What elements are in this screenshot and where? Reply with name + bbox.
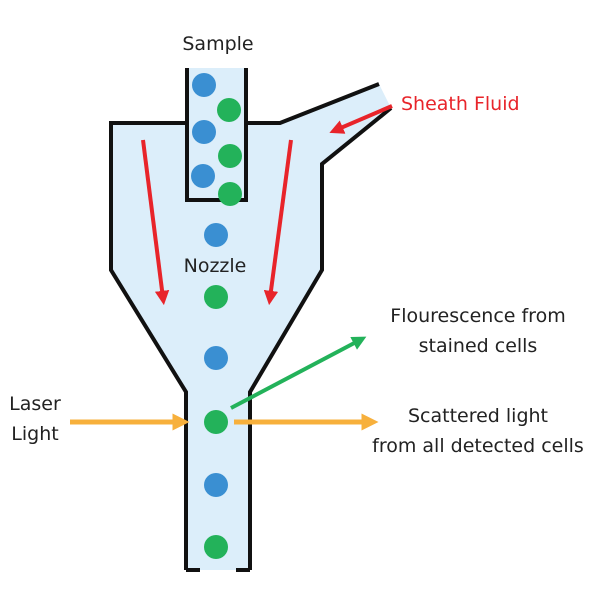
sheath-inlet-arrow (329, 104, 393, 134)
label-fluorescence-line1: Flourescence from (390, 305, 565, 327)
cell-green (204, 535, 228, 559)
label-laser-line1: Laser (9, 393, 61, 415)
cell-blue (204, 473, 228, 497)
cell-green (217, 98, 241, 122)
nozzle-outline (109, 121, 188, 570)
sheath-flow-arrow-left (141, 139, 170, 306)
cell-green (218, 144, 242, 168)
label-sample: Sample (182, 33, 253, 55)
sample-tube-outline (185, 68, 248, 202)
nozzle-outline-right (248, 106, 393, 570)
sheath-flow-arrow-right (263, 139, 293, 306)
label-scattered-line1: Scattered light (408, 405, 548, 427)
cell-blue (191, 164, 215, 188)
cell-blue (192, 73, 216, 97)
cell-green (204, 410, 228, 434)
label-laser-line2: Light (11, 423, 58, 445)
sheath-inlet-outline (248, 82, 380, 125)
label-fluorescence-line2: stained cells (419, 335, 538, 357)
fluorescence-arrow (230, 336, 367, 410)
cell-blue (204, 346, 228, 370)
label-nozzle: Nozzle (184, 255, 247, 277)
cell-green (204, 285, 228, 309)
cell-blue (192, 120, 216, 144)
cell-blue (204, 223, 228, 247)
label-sheath-fluid: Sheath Fluid (401, 93, 520, 115)
cells (191, 73, 242, 559)
label-scattered-line2: from all detected cells (372, 435, 584, 457)
cell-green (218, 182, 242, 206)
